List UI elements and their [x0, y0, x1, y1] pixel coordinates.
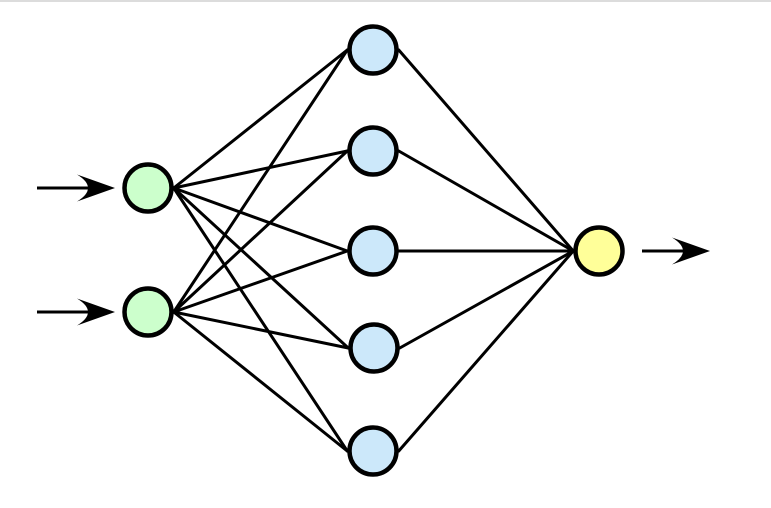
- edge-i2-h1: [172, 48, 349, 314]
- edge-i1-h1: [172, 48, 349, 190]
- edge-i1-h3: [172, 186, 349, 253]
- input-node-2: [122, 286, 174, 338]
- window-top-border: [0, 0, 771, 2]
- input-arrow-2-head: [77, 298, 115, 326]
- hidden-node-5: [347, 425, 399, 477]
- output-node-1: [573, 225, 625, 277]
- edge-i2-h5: [172, 310, 349, 453]
- hidden-node-2: [347, 125, 399, 177]
- input-arrow-1-head: [77, 174, 115, 202]
- edge-i1-h4: [172, 186, 350, 350]
- hidden-node-1: [347, 24, 399, 76]
- hidden-node-3: [347, 225, 399, 277]
- edge-i1-h5: [172, 186, 349, 453]
- edge-i1-h2: [172, 149, 349, 190]
- hidden-node-4: [348, 322, 400, 374]
- edge-h1-o1: [397, 48, 575, 253]
- edge-h2-o1: [397, 149, 575, 253]
- edge-h4-o1: [398, 249, 575, 350]
- input-node-1: [122, 162, 174, 214]
- output-arrow-head: [672, 237, 710, 265]
- edge-i2-h2: [172, 149, 349, 314]
- edge-i2-h4: [172, 310, 350, 350]
- edge-i2-h3: [172, 249, 349, 314]
- edge-h5-o1: [397, 249, 575, 453]
